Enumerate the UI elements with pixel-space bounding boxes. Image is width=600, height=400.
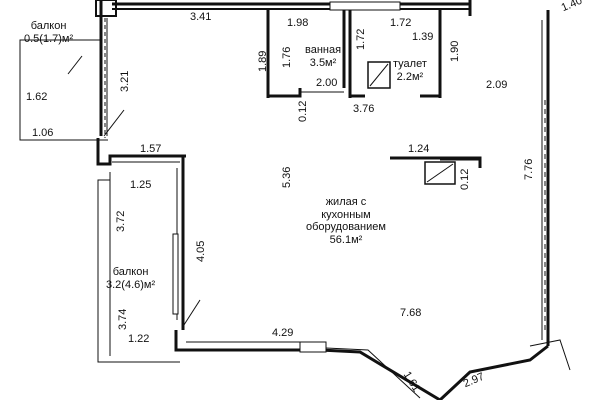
toilet-name: туалет xyxy=(393,58,427,70)
living-area: 56.1м² xyxy=(329,233,363,246)
balcony-left-area: 3.2(4.6)м² xyxy=(106,278,156,291)
living-line1: жилая с xyxy=(325,196,367,208)
room-label-balcony-top: балкон 0.5(1.7)м² xyxy=(24,20,73,45)
dim-top-172b: 1.72 xyxy=(355,28,367,50)
dim-bal-321: 3.21 xyxy=(119,70,131,92)
dim-bot-768: 7.68 xyxy=(400,307,422,319)
dim-left-374: 3.74 xyxy=(117,308,129,330)
toilet-vent-diagonal xyxy=(369,63,389,87)
leader-balcony-top xyxy=(67,55,83,75)
dim-top-376: 3.76 xyxy=(353,103,375,115)
dim-top-341: 3.41 xyxy=(190,11,212,23)
wall-left-window xyxy=(172,233,179,315)
wall-bottom-outer xyxy=(325,347,421,399)
balcony-top-outline xyxy=(19,39,108,141)
living-line2: кухонным xyxy=(321,208,371,221)
room-label-balcony-left: балкон 3.2(4.6)м² xyxy=(106,266,155,291)
wall-bottom-right xyxy=(438,344,549,400)
dim-bal-162: 1.62 xyxy=(26,91,48,103)
room-label-living: жилая с кухонным оборудованием 56.1м² xyxy=(306,196,386,247)
dim-left-125: 1.25 xyxy=(130,179,152,191)
dim-left-157: 1.57 xyxy=(140,143,162,155)
dim-top-190: 1.90 xyxy=(449,40,461,62)
dim-left-122: 1.22 xyxy=(128,333,150,345)
dim-top-176: 1.76 xyxy=(281,46,293,68)
dim-top-200: 2.00 xyxy=(316,77,338,89)
dim-top-189: 1.89 xyxy=(257,50,269,72)
wall-corner-bay xyxy=(529,339,571,371)
column-center xyxy=(390,156,482,168)
balcony-left-name: балкон xyxy=(112,266,149,278)
bathroom-wall-bottom xyxy=(268,88,302,98)
dim-left-405: 4.05 xyxy=(195,240,207,262)
dim-bal-106: 1.06 xyxy=(32,127,54,139)
dim-bot-429: 4.29 xyxy=(272,327,294,339)
toilet-ventilation-shaft xyxy=(367,61,391,89)
balcony-top-name: балкон xyxy=(30,20,67,32)
dim-top-198: 1.98 xyxy=(287,17,309,29)
bathroom-area: 3.5м² xyxy=(309,56,337,69)
column-center-shaft xyxy=(424,161,456,185)
dim-left-372: 3.72 xyxy=(115,210,127,232)
dim-mid-536: 5.36 xyxy=(281,166,293,188)
dim-right-776: 7.76 xyxy=(523,158,535,180)
column-center-diagonal xyxy=(426,163,454,183)
balcony-top-area: 0.5(1.7)м² xyxy=(24,32,74,45)
wall-bottom xyxy=(174,330,441,400)
wall-top-window xyxy=(329,1,401,11)
balcony-left-outline xyxy=(97,179,180,363)
door-swing-left-balcony xyxy=(181,299,201,329)
dim-right-209: 2.09 xyxy=(486,79,508,91)
room-label-bathroom: ванная 3.5м² xyxy=(305,44,341,69)
dim-top-139: 1.39 xyxy=(412,31,434,43)
dim-mid-012b: 0.12 xyxy=(459,168,471,190)
dim-top-172a: 1.72 xyxy=(390,17,412,29)
door-swing-top-balcony xyxy=(103,109,125,137)
wall-notch-left xyxy=(96,138,186,166)
dim-top-012a: 0.12 xyxy=(297,100,309,122)
toilet-area: 2.2м² xyxy=(396,70,424,83)
dim-mid-124: 1.24 xyxy=(408,143,430,155)
living-line3: оборудованием xyxy=(306,221,386,234)
bathroom-name: ванная xyxy=(305,44,342,56)
wall-bottom-window xyxy=(299,341,327,353)
room-label-toilet: туалет 2.2м² xyxy=(393,58,427,83)
